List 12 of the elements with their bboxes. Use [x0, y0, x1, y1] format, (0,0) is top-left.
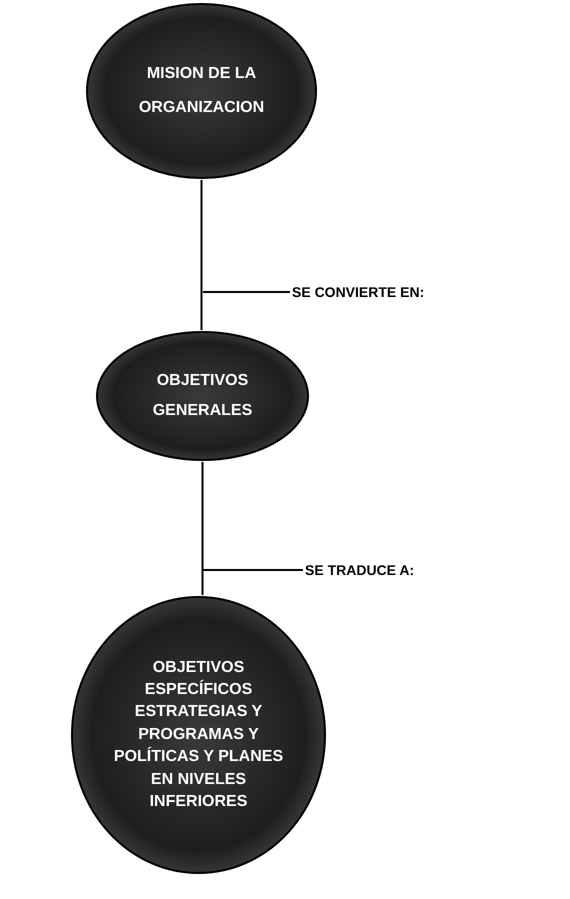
annotation-text: SE CONVIERTE EN: — [292, 285, 424, 299]
connector-line — [200, 180, 202, 330]
leader-line — [203, 569, 303, 571]
node-text: MISION DE LA ORGANIZACION — [138, 64, 266, 118]
ellipse-node — [85, 2, 318, 180]
node-text: OBJETIVOS ESPECÍFICOS ESTRATEGIAS Y PROGRAMAS Y POLÍTICAS Y PLANES EN NIVELES INFERIORES — [112, 658, 284, 812]
leader-line — [203, 291, 290, 293]
ellipse-node — [70, 595, 327, 875]
connector-line — [202, 462, 204, 595]
node-text: OBJETIVOS GENERALES — [152, 370, 254, 421]
ellipse-node — [95, 330, 310, 462]
annotation-text: SE TRADUCE A: — [305, 563, 414, 577]
